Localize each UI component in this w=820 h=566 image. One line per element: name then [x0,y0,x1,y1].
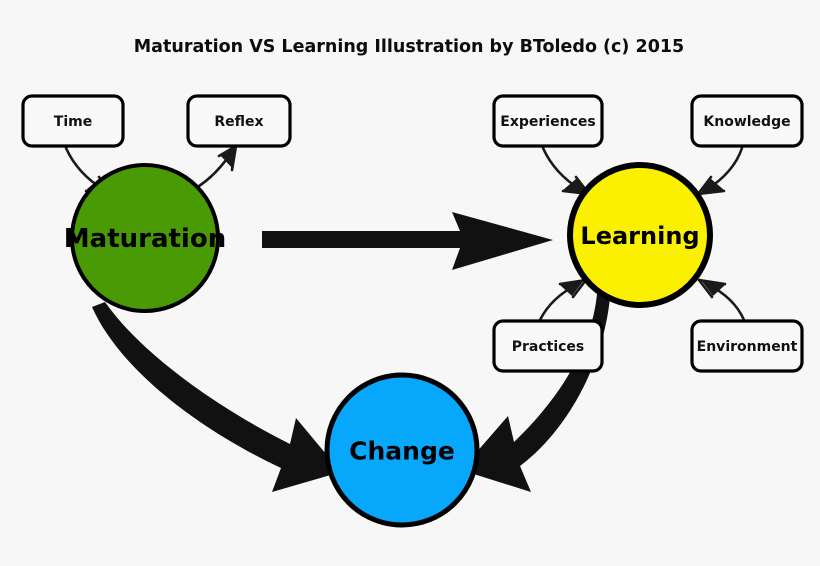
connector-knowledge-to-learning [696,146,744,196]
connector-maturation-to-reflex [194,144,238,190]
connector-maturation-to-change [92,302,341,492]
node-learning[interactable]: Learning [567,162,713,308]
time-box-label: Time [54,114,92,130]
time-box-rect[interactable] [21,94,125,148]
maturation-circle[interactable] [70,163,220,313]
experiences-box-label: Experiences [500,114,595,130]
connector-environment-to-learning [697,278,746,322]
label-box-knowledge[interactable]: Knowledge [690,94,804,148]
learning-label: Learning [580,222,699,250]
connector-practices-to-learning [538,278,588,322]
connector-maturation-to-learning [262,212,553,270]
environment-box-label: Environment [697,339,798,355]
node-maturation[interactable]: Maturation [64,163,226,313]
practices-box-rect[interactable] [492,319,604,373]
label-box-reflex[interactable]: Reflex [186,94,292,148]
label-box-experiences[interactable]: Experiences [492,94,604,148]
page-title: Maturation VS Learning Illustration by B… [134,37,684,57]
environment-box-rect[interactable] [690,319,804,373]
change-label: Change [349,437,455,466]
label-box-practices[interactable]: Practices [492,319,604,373]
maturation-label: Maturation [64,224,226,254]
learning-circle[interactable] [567,162,713,308]
knowledge-box-label: Knowledge [703,114,790,130]
connector-learning-to-change [461,294,610,492]
practices-box-label: Practices [512,339,585,355]
reflex-box-label: Reflex [214,114,263,130]
reflex-box-rect[interactable] [186,94,292,148]
experiences-box-rect[interactable] [492,94,604,148]
node-change[interactable]: Change [324,372,480,528]
label-box-environment[interactable]: Environment [690,319,804,373]
label-box-time[interactable]: Time [21,94,125,148]
knowledge-box-rect[interactable] [690,94,804,148]
change-circle[interactable] [324,372,480,528]
